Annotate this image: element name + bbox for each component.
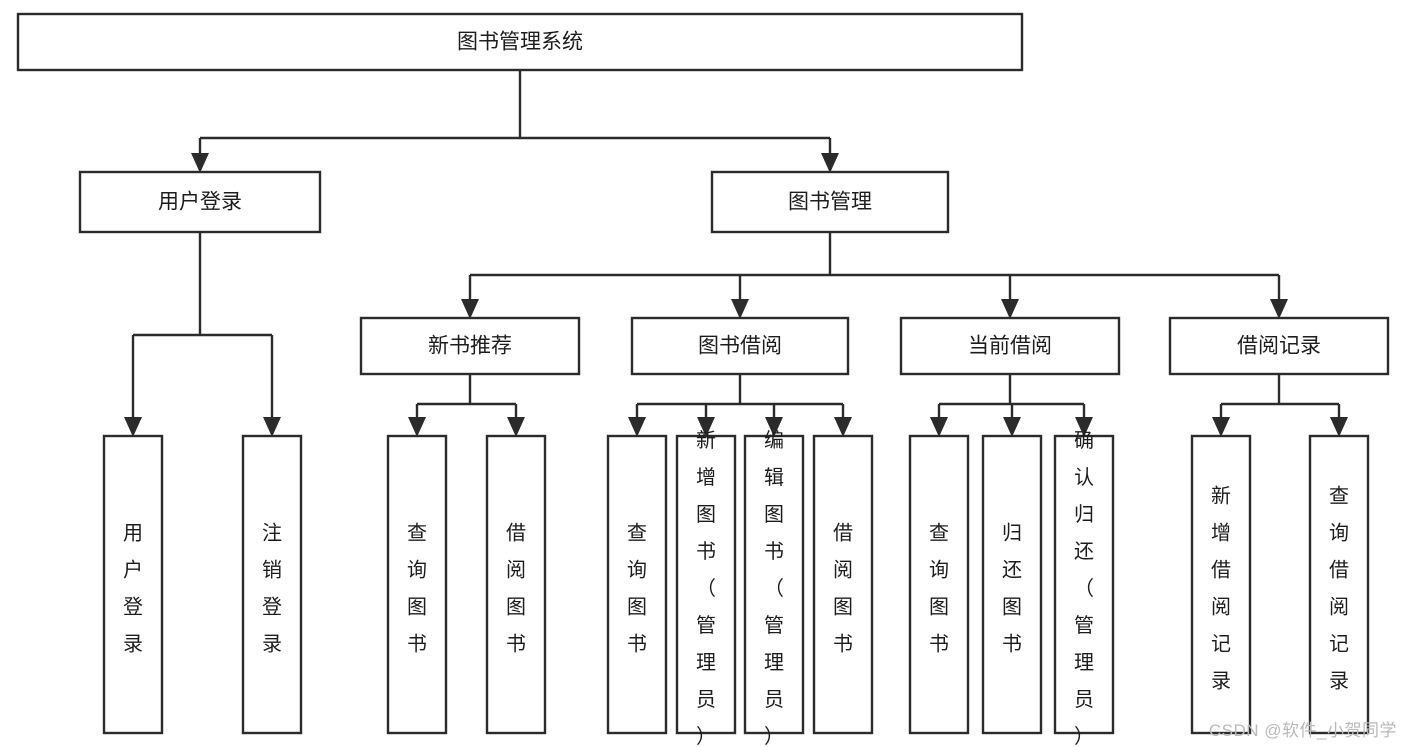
arrow-head-icon [1330,417,1348,437]
edge-group-new-book-rec [408,374,525,437]
node-label-book-borrow: 图书借阅 [698,335,782,358]
arrow-head-icon [507,417,525,437]
node-box-leaf-add-book [675,434,737,735]
arrow-head-icon [263,417,281,437]
arrow-head-icon [930,417,948,437]
arrow-head-icon [1075,417,1093,437]
node-leaf-add-record[interactable]: 新增借阅记录 [1190,434,1252,735]
edge-group-book-borrow [628,374,852,437]
arrow-head-icon [731,299,749,319]
node-leaf-add-book[interactable]: 新增图书（管理员） [675,429,737,747]
node-label-current-borrow: 当前借阅 [968,335,1052,358]
node-label-user-login: 用户登录 [158,191,242,214]
node-book-manage[interactable]: 图书管理 [710,170,950,234]
arrow-head-icon [1212,417,1230,437]
node-current-borrow[interactable]: 当前借阅 [899,316,1121,376]
node-label-root: 图书管理系统 [457,31,583,54]
arrow-head-icon [461,299,479,319]
node-label-leaf-user-login: 用户登录 [123,522,143,655]
node-label-leaf-query-record: 查询借阅记录 [1329,484,1349,692]
node-box-book-manage [710,170,950,234]
node-box-leaf-query-book-1 [386,434,448,735]
edge-group-borrow-record [1212,374,1348,437]
node-box-leaf-query-book-2 [606,434,668,735]
edge-group-root [191,70,839,173]
node-box-root [16,12,1024,72]
node-box-leaf-borrow-book-1 [485,434,547,735]
arrow-head-icon [408,417,426,437]
edge-group-current-borrow [930,374,1093,437]
node-box-leaf-add-record [1190,434,1252,735]
node-box-leaf-logout [241,434,303,735]
node-box-leaf-return-book [981,434,1043,735]
node-label-leaf-query-book-3: 查询图书 [929,521,949,655]
node-root[interactable]: 图书管理系统 [16,12,1024,72]
edge-group-user-login [124,232,281,437]
node-leaf-borrow-book-2[interactable]: 借阅图书 [812,434,874,735]
node-label-borrow-record: 借阅记录 [1237,335,1321,358]
arrow-head-icon [1003,417,1021,437]
node-box-leaf-edit-book [743,434,805,735]
node-box-current-borrow [899,316,1121,376]
node-box-new-book-rec [359,316,581,376]
node-label-leaf-borrow-book-1: 借阅图书 [506,521,526,655]
node-label-leaf-confirm-return: 确认归还（管理员） [1074,429,1094,747]
node-label-book-manage: 图书管理 [788,191,872,214]
node-leaf-confirm-return[interactable]: 确认归还（管理员） [1053,429,1115,747]
node-box-leaf-query-book-3 [908,434,970,735]
node-leaf-borrow-book-1[interactable]: 借阅图书 [485,434,547,735]
edge-group-book-manage [461,232,1288,319]
node-label-leaf-logout: 注销登录 [262,521,282,655]
node-label-leaf-add-book: 新增图书（管理员） [696,429,716,747]
node-label-leaf-edit-book: 编辑图书（管理员） [764,429,784,747]
node-book-borrow[interactable]: 图书借阅 [630,316,850,376]
arrow-head-icon [834,417,852,437]
node-leaf-logout[interactable]: 注销登录 [241,434,303,735]
connectors-layer [124,70,1348,437]
node-label-leaf-query-book-2: 查询图书 [627,521,647,655]
node-label-leaf-return-book: 归还图书 [1002,521,1022,655]
nodes-layer: 图书管理系统用户登录图书管理新书推荐图书借阅当前借阅借阅记录用户登录注销登录查询… [16,12,1390,747]
node-label-leaf-query-book-1: 查询图书 [407,521,427,655]
node-box-book-borrow [630,316,850,376]
arrow-head-icon [1270,299,1288,319]
node-label-leaf-borrow-book-2: 借阅图书 [833,521,853,655]
node-leaf-user-login[interactable]: 用户登录 [102,434,164,735]
node-new-book-rec[interactable]: 新书推荐 [359,316,581,376]
node-leaf-query-record[interactable]: 查询借阅记录 [1308,434,1370,735]
node-label-leaf-add-record: 新增借阅记录 [1211,484,1231,692]
node-label-new-book-rec: 新书推荐 [428,335,512,358]
node-leaf-edit-book[interactable]: 编辑图书（管理员） [743,429,805,747]
arrow-head-icon [821,153,839,173]
arrow-head-icon [1001,299,1019,319]
node-box-leaf-user-login [102,434,164,735]
node-box-borrow-record [1168,316,1390,376]
arrow-head-icon [697,417,715,437]
node-box-leaf-confirm-return [1053,434,1115,735]
arrow-head-icon [765,417,783,437]
arrow-head-icon [124,417,142,437]
node-leaf-return-book[interactable]: 归还图书 [981,434,1043,735]
node-user-login[interactable]: 用户登录 [78,170,322,234]
node-box-leaf-query-record [1308,434,1370,735]
node-leaf-query-book-1[interactable]: 查询图书 [386,434,448,735]
arrow-head-icon [628,417,646,437]
node-leaf-query-book-3[interactable]: 查询图书 [908,434,970,735]
node-box-user-login [78,170,322,234]
node-borrow-record[interactable]: 借阅记录 [1168,316,1390,376]
arrow-head-icon [191,153,209,173]
node-box-leaf-borrow-book-2 [812,434,874,735]
node-leaf-query-book-2[interactable]: 查询图书 [606,434,668,735]
